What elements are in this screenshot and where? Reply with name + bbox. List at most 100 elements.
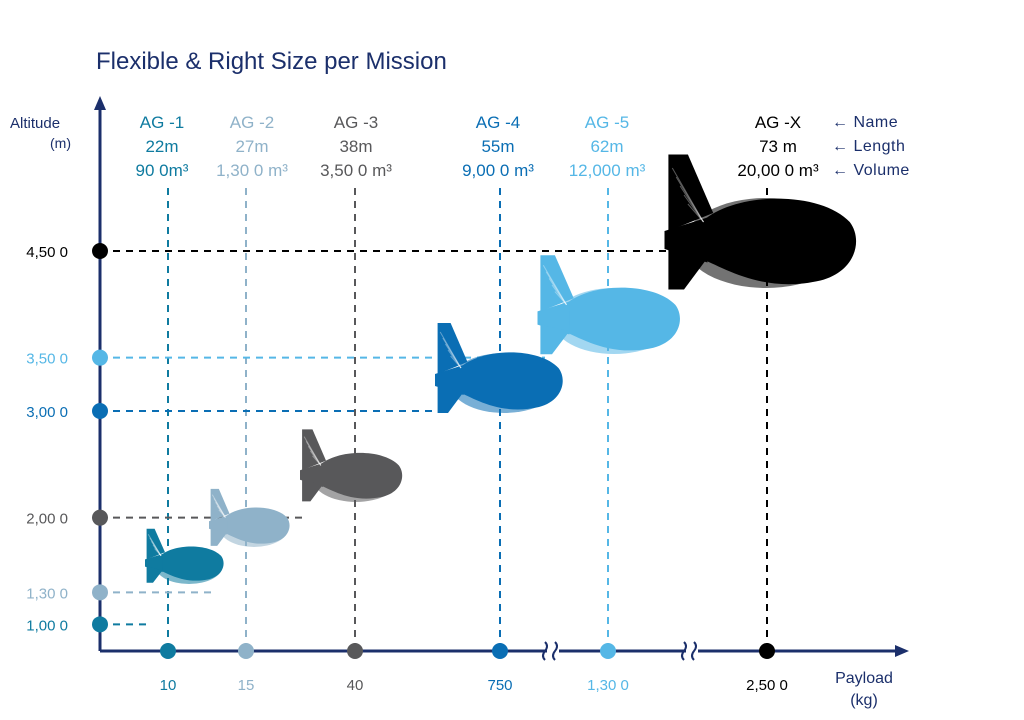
blimp-fin-lower: [668, 249, 708, 290]
blimp-fin-rib: [444, 343, 462, 369]
blimp-body: [563, 287, 680, 351]
series-name-ag-1: AG -1: [140, 113, 184, 132]
blimp-fin-rib: [218, 509, 226, 518]
series-volume-ag-2: 1,30 0 m³: [216, 161, 288, 180]
series-length-ag-5: 62m: [590, 137, 623, 156]
chart-title: Flexible & Right Size per Mission: [96, 48, 447, 75]
blimp-body: [223, 507, 290, 544]
blimp-fin-rib: [439, 331, 462, 369]
altitude-marker-ag-3: [92, 509, 108, 526]
blimp-fin-rib: [548, 278, 567, 306]
blimp-icon-ag-2: [209, 488, 290, 547]
series-length-ag-3: 38m: [339, 137, 372, 156]
blimp-fin-rib: [675, 176, 704, 223]
series-volume-ag-1: 90 0m³: [136, 161, 189, 180]
blimp-fin-rib: [215, 501, 226, 518]
payload-marker-ag-x: [759, 643, 775, 659]
series-name-ag-x: AG -X: [755, 113, 801, 132]
blimp-icon-ag-5: [537, 255, 680, 355]
payload-marker-ag-5: [600, 643, 616, 659]
series-name-ag-2: AG -2: [230, 113, 274, 132]
blimp-fin-rib: [147, 533, 162, 557]
blimp-fin-rib: [671, 167, 704, 223]
series-length-ag-1: 22m: [145, 137, 178, 156]
blimp-icon-ag-3: [300, 429, 403, 502]
blimp-body: [159, 546, 224, 581]
payload-marker-ag-1: [160, 643, 176, 659]
blimp-icon-ag-1: [145, 528, 224, 584]
payload-tick-ag-1: 10: [160, 677, 177, 694]
series-name-ag-4: AG -4: [476, 113, 520, 132]
x-axis-arrow: [895, 645, 909, 657]
altitude-marker-ag-4: [92, 403, 108, 419]
series-name-ag-5: AG -5: [585, 113, 629, 132]
blimp-fin-rib: [211, 494, 226, 518]
altitude-tick-ag-2: 1,30 0: [26, 585, 68, 602]
payload-tick-ag-4: 750: [487, 677, 512, 694]
y-axis-unit: (m): [50, 135, 71, 151]
series-length-ag-2: 27m: [235, 137, 268, 156]
axis-break-mark: [542, 641, 548, 661]
blimp-fin: [540, 255, 574, 312]
blimp-fin-rib: [679, 185, 704, 223]
blimp-fin: [146, 528, 165, 560]
y-axis-arrow: [94, 96, 106, 110]
payload-marker-ag-4: [492, 643, 508, 659]
legend-length-hint: ← Length: [832, 138, 906, 155]
blimp-fin-rib: [213, 498, 226, 518]
blimp-fin: [302, 429, 326, 471]
series-length-ag-4: 55m: [481, 137, 514, 156]
series-volume-ag-4: 9,00 0 m³: [462, 161, 534, 180]
blimp-fin-lower: [437, 386, 464, 413]
blimp-fin-lower: [146, 566, 163, 583]
blimp-fin-rib: [309, 450, 322, 466]
blimp-fin-lower: [302, 479, 323, 502]
blimp-fin-rib: [307, 445, 322, 466]
blimp-fin-rib: [305, 441, 322, 466]
altitude-tick-ag-4: 3,00 0: [26, 404, 68, 421]
payload-tick-ag-2: 15: [238, 677, 255, 694]
blimp-body: [458, 352, 563, 410]
blimp-fin-rib: [150, 541, 162, 557]
altitude-marker-ag-5: [92, 349, 108, 366]
altitude-tick-ag-x: 4,50 0: [26, 244, 68, 261]
blimp-fin-rib: [542, 264, 567, 306]
payload-marker-ag-2: [238, 643, 254, 659]
x-axis-unit: (kg): [850, 692, 878, 709]
payload-tick-ag-3: 40: [347, 677, 364, 694]
blimp-fin-lower: [210, 528, 228, 546]
altitude-tick-ag-5: 3,50 0: [26, 351, 68, 368]
legend-volume-hint: ← Volume: [832, 162, 910, 179]
y-axis-title: Altitude: [10, 115, 60, 132]
altitude-marker-ag-1: [92, 616, 108, 633]
blimp-fin-rib: [216, 505, 226, 518]
payload-tick-ag-x: 2,50 0: [746, 677, 788, 694]
x-axis-title: Payload: [835, 670, 893, 687]
blimp-fin: [437, 323, 468, 374]
blimp-fin-rib: [442, 337, 462, 369]
axis-break-mark: [691, 641, 697, 661]
blimp-fin-lower: [540, 324, 570, 355]
blimp-fin-rib: [551, 284, 567, 306]
series-volume-ag-5: 12,000 m³: [569, 161, 646, 180]
blimp-fin-rib: [149, 537, 162, 557]
altitude-tick-ag-1: 1,00 0: [26, 617, 68, 634]
blimp-body: [699, 198, 857, 285]
axis-break-mark: [681, 641, 687, 661]
series-name-ag-3: AG -3: [334, 113, 378, 132]
blimp-fin-rib: [687, 203, 704, 223]
axis-break-mark: [552, 641, 558, 661]
payload-marker-ag-3: [347, 643, 363, 659]
legend-name-hint: ← Name: [832, 114, 899, 131]
blimp-fin-rib: [554, 291, 567, 306]
blimp-fin-rib: [683, 194, 704, 223]
payload-tick-ag-5: 1,30 0: [587, 677, 629, 694]
blimp-fin-rib: [154, 548, 162, 557]
altitude-tick-ag-3: 2,00 0: [26, 511, 68, 528]
blimp-fin: [668, 154, 714, 231]
blimp-fin-rib: [447, 349, 462, 369]
blimp-fin: [210, 488, 230, 522]
blimp-fin-rib: [312, 455, 322, 466]
blimp-fin-rib: [450, 355, 462, 369]
